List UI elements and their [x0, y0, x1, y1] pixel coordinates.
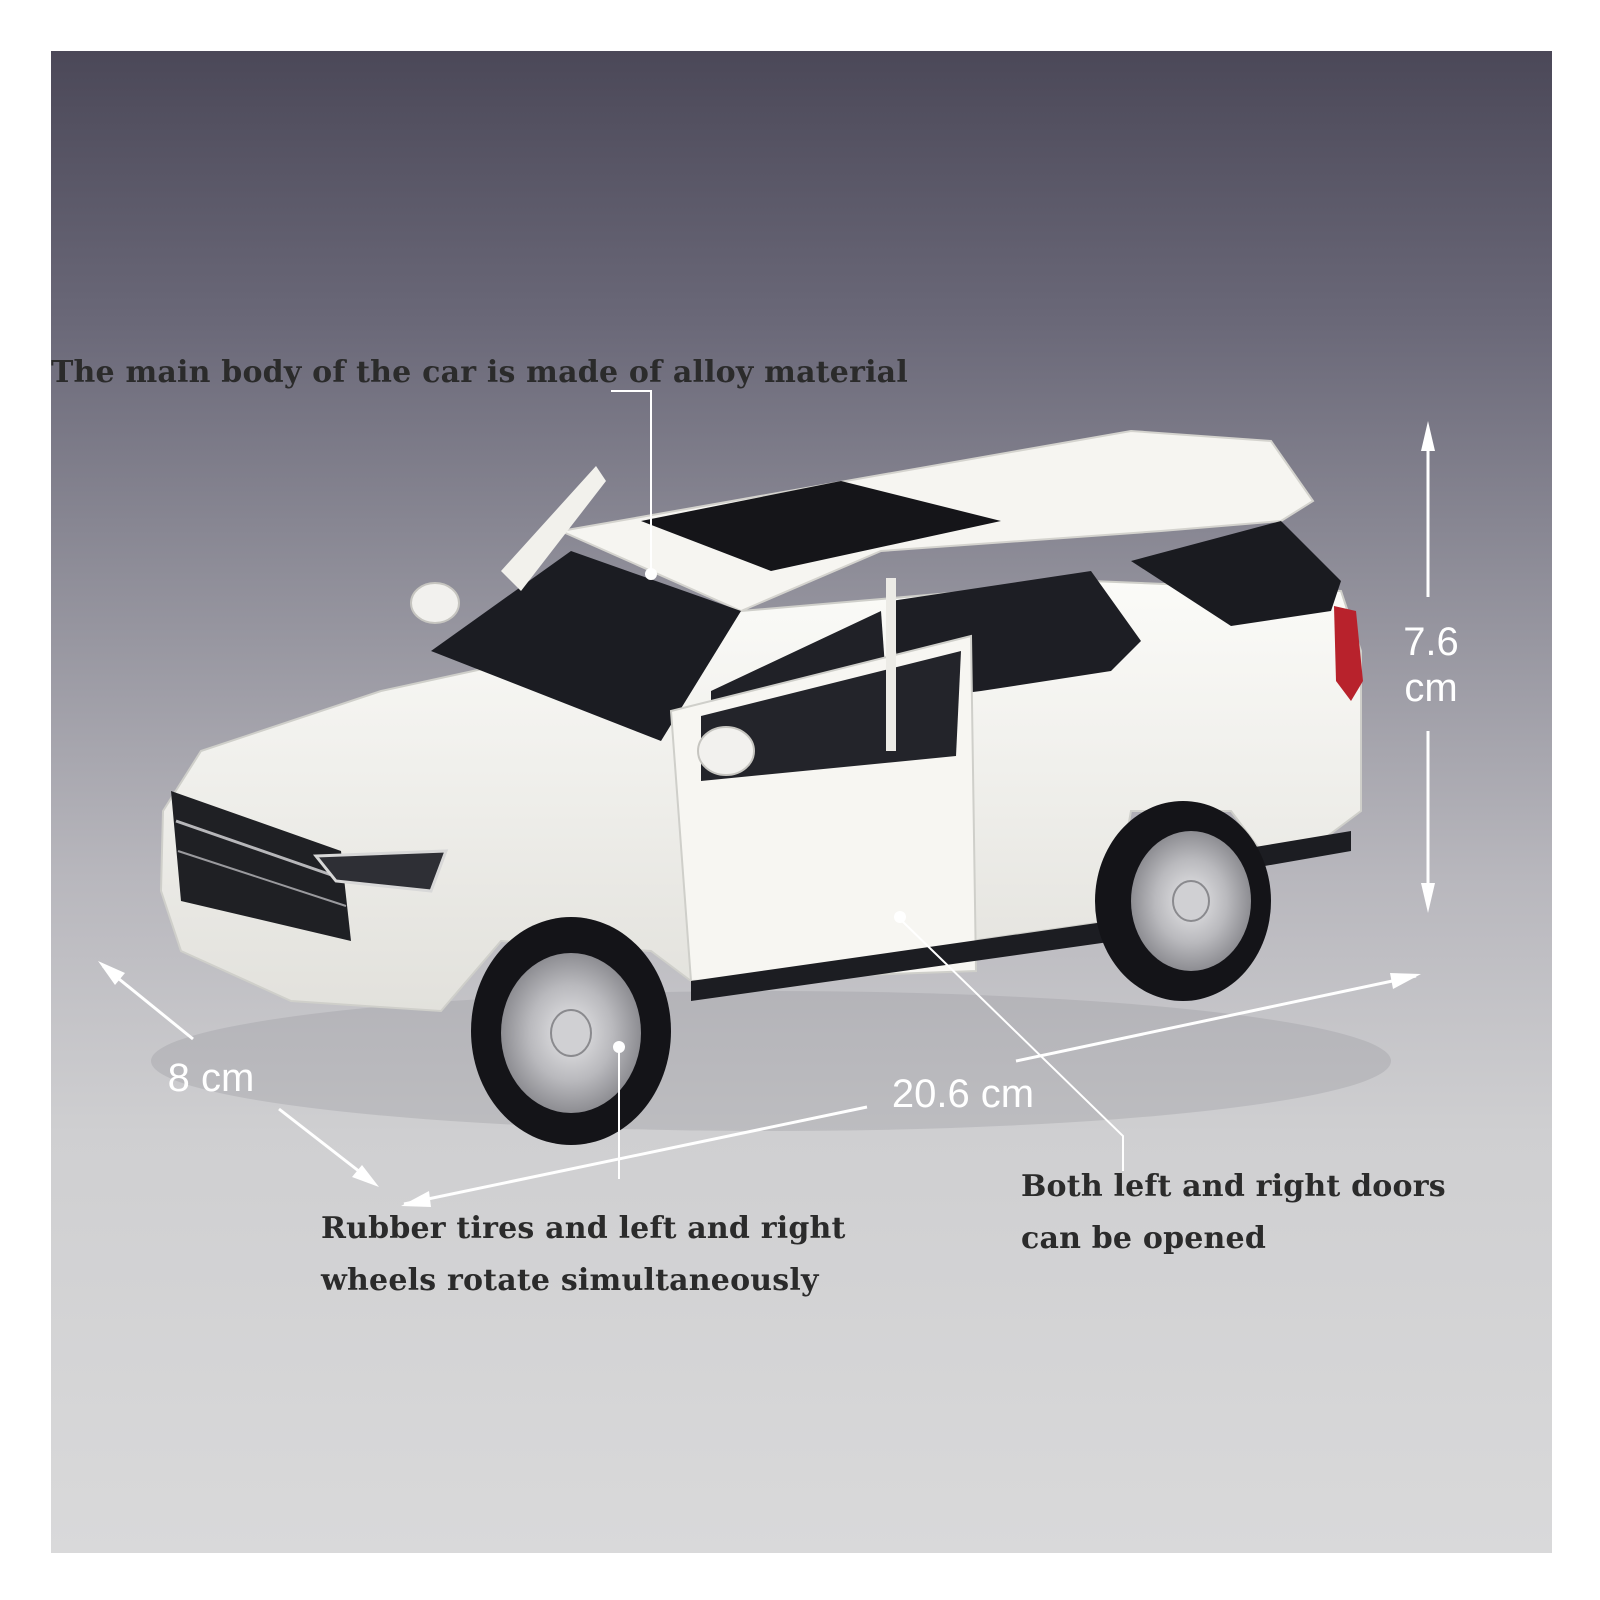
- open-left-door: [501, 466, 606, 591]
- tires-leader-dot: [613, 1041, 625, 1053]
- right-mirror: [697, 726, 755, 776]
- grille: [171, 791, 351, 941]
- width-arrow-bottom: [278, 1107, 370, 1181]
- lower-trim: [691, 831, 1351, 1001]
- height-dimension-unit: cm: [1404, 666, 1458, 710]
- sunroof: [641, 481, 1001, 571]
- rear-wheel: [1095, 801, 1271, 1001]
- left-mirror: [410, 582, 460, 624]
- body-leader-dot: [645, 568, 657, 580]
- car-illustration: [98, 390, 1435, 1207]
- length-arrow-left: [403, 1105, 868, 1206]
- body-leader-line: [611, 390, 652, 571]
- rear-quarter-window: [1131, 521, 1341, 626]
- product-photo: The main body of the car is made of allo…: [51, 51, 1552, 1553]
- car-shadow: [151, 991, 1391, 1131]
- height-dimension-value: 7.6: [1403, 620, 1459, 664]
- width-dimension: 8 cm: [167, 1056, 255, 1100]
- doors-label-line1: Both left and right doors: [1021, 1169, 1446, 1204]
- windshield: [431, 551, 741, 741]
- length-arrow-right: [1015, 974, 1417, 1063]
- taillight: [1334, 606, 1363, 701]
- length-dimension: 20.6 cm: [891, 1072, 1035, 1116]
- doors-leader-line: [899, 918, 1124, 1171]
- headlight: [312, 849, 449, 893]
- doors-leader-dot: [894, 911, 906, 923]
- tires-label-line1: Rubber tires and left and right: [321, 1211, 846, 1246]
- body-material-label: The main body of the car is made of allo…: [51, 355, 908, 390]
- open-rear-door: [886, 578, 896, 751]
- tires-label-line2: wheels rotate simultaneously: [321, 1263, 819, 1298]
- front-wheel: [471, 917, 671, 1145]
- doors-label-line2: can be opened: [1021, 1221, 1267, 1256]
